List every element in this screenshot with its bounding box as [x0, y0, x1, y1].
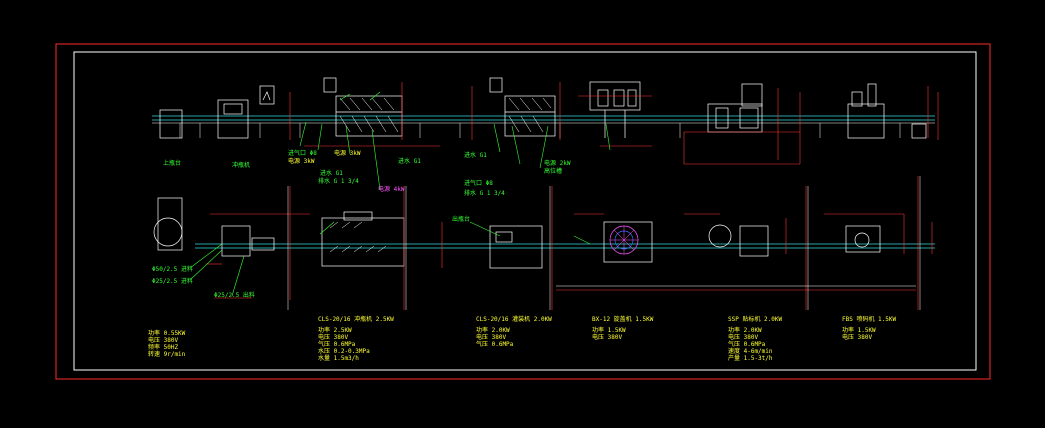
spec-row: 功率 2.0KW: [728, 327, 762, 334]
spec-row: 功率 0.55KW: [148, 330, 186, 337]
callout-right-0: 高位槽: [544, 168, 563, 175]
top-station-label-2: 冲瓶机: [232, 162, 251, 169]
spec-block-0: 功率 0.55KW 电压 380V 频率 50HZ 转速 9r/min: [148, 330, 185, 358]
bottom-production-line: [153, 197, 935, 269]
spec-row: 气压 0.6MPa: [476, 341, 514, 348]
spec-row: 频率 50HZ: [148, 344, 179, 351]
callout-left-3: 排水 G 1 3/4: [318, 178, 359, 185]
callout-mid-2: 排水 G 1 3/4: [464, 190, 505, 197]
spec-block-4: SSP 贴标机 2.0KW 功率 2.0KW 电压 380V 气压 0.6MPa…: [728, 316, 783, 362]
spec-row: 功率 2.5KW: [318, 327, 352, 334]
top-station-label-1: 上瓶台: [163, 160, 182, 167]
callout-mid-1: 进气口 Φ8: [464, 180, 493, 187]
spec-row: 气压 0.6MPa: [318, 341, 356, 348]
callout-mid2-1: 进水 G1: [398, 158, 421, 165]
outer-frame: [55, 43, 991, 380]
pipe-label-2: Φ25/2.5 进料: [152, 278, 193, 285]
callout-mid2-0: 电源 3kW: [334, 150, 361, 157]
spec-row: 功率 1.5KW: [842, 327, 876, 334]
spec-block-5: FBS 喷码机 1.5KW 功率 1.5KW 电压 380V: [842, 316, 897, 341]
callout-left-2: 进水 G1: [320, 170, 343, 177]
spec-row: 电压 380V: [318, 334, 349, 341]
pipe-label-1: Φ50/2.5 进料: [152, 266, 193, 273]
spec-title: FBS 喷码机 1.5KW: [842, 316, 897, 323]
spec-title: BX-12 旋盖机 1.5KW: [592, 316, 654, 323]
callout-mid2-2: 电源 2kW: [544, 160, 571, 167]
spec-row: 电压 380V: [148, 337, 179, 344]
spec-row: 气压 0.6MPa: [728, 341, 766, 348]
callout-left-1: 电源 3kW: [288, 158, 315, 165]
bottom-leader-lines: [189, 221, 591, 297]
spec-row: 电压 380V: [592, 334, 623, 341]
callout-right-1: 电源 4kW: [378, 186, 405, 193]
pipe-label-3: Φ25/2.5 出料: [214, 292, 255, 299]
spec-row: 电压 380V: [842, 334, 873, 341]
top-dimension-lines: [289, 82, 939, 165]
bottom-white-dims: [287, 176, 921, 310]
spec-block-2: CLS-20/16 灌装机 2.0KW 功率 2.0KW 电压 380V 气压 …: [476, 316, 552, 348]
spec-row: 水量 1.5m3/h: [318, 355, 359, 362]
spec-row: 产量 1.5-3t/h: [728, 355, 773, 362]
top-production-line: [152, 77, 935, 139]
top-leader-lines: [299, 91, 611, 191]
callout-left-0: 进气口 Φ8: [288, 150, 317, 157]
spec-block-3: BX-12 旋盖机 1.5KW 功率 1.5KW 电压 380V: [592, 316, 654, 341]
spec-row: 电压 380V: [476, 334, 507, 341]
spec-row: 电压 380V: [728, 334, 759, 341]
inner-frame: [73, 51, 977, 371]
spec-title: CLS-20/16 冲瓶机 2.5KW: [318, 316, 394, 323]
spec-row: 转速 9r/min: [148, 351, 186, 358]
spec-row: 水压 0.2-0.3MPa: [318, 348, 370, 355]
spec-row: 功率 1.5KW: [592, 327, 626, 334]
spec-row: 速度 4-6m/min: [728, 348, 773, 355]
bottom-dimension-lines: [206, 176, 933, 310]
bottom-mid-tag: 出瓶台: [452, 216, 471, 223]
callout-mid-0: 进水 G1: [464, 152, 487, 159]
spec-block-1: CLS-20/16 冲瓶机 2.5KW 功率 2.5KW 电压 380V 气压 …: [318, 316, 394, 362]
spec-row: 功率 2.0KW: [476, 327, 510, 334]
spec-title: SSP 贴标机 2.0KW: [728, 316, 783, 323]
spec-title: CLS-20/16 灌装机 2.0KW: [476, 316, 552, 323]
